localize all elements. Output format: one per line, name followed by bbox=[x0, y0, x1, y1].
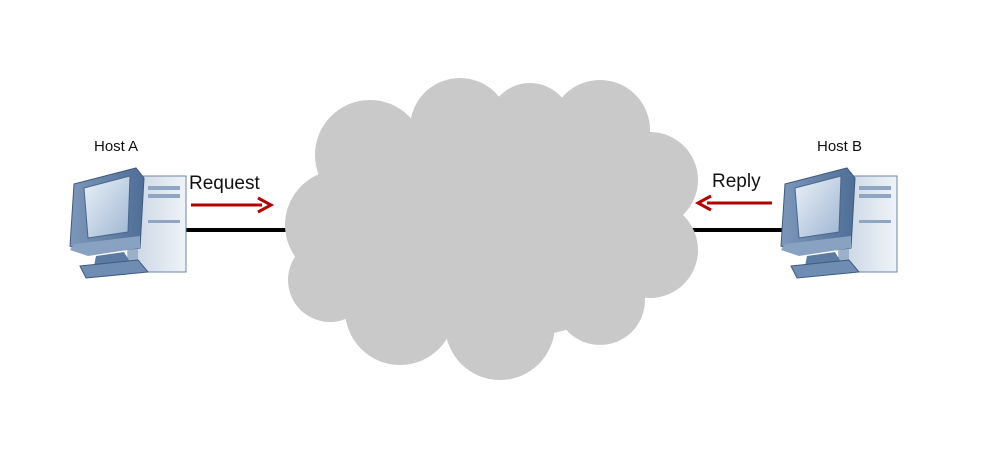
request-arrow bbox=[191, 196, 275, 214]
reply-label: Reply bbox=[712, 171, 761, 192]
cloud-icon bbox=[285, 78, 698, 380]
reply-arrow bbox=[694, 194, 772, 212]
host-b-label: Host B bbox=[817, 138, 863, 155]
request-label: Request bbox=[189, 173, 260, 194]
host-a-label: Host A bbox=[94, 138, 139, 155]
host-a-computer-icon bbox=[69, 167, 187, 279]
host-b-computer-icon bbox=[780, 167, 898, 279]
